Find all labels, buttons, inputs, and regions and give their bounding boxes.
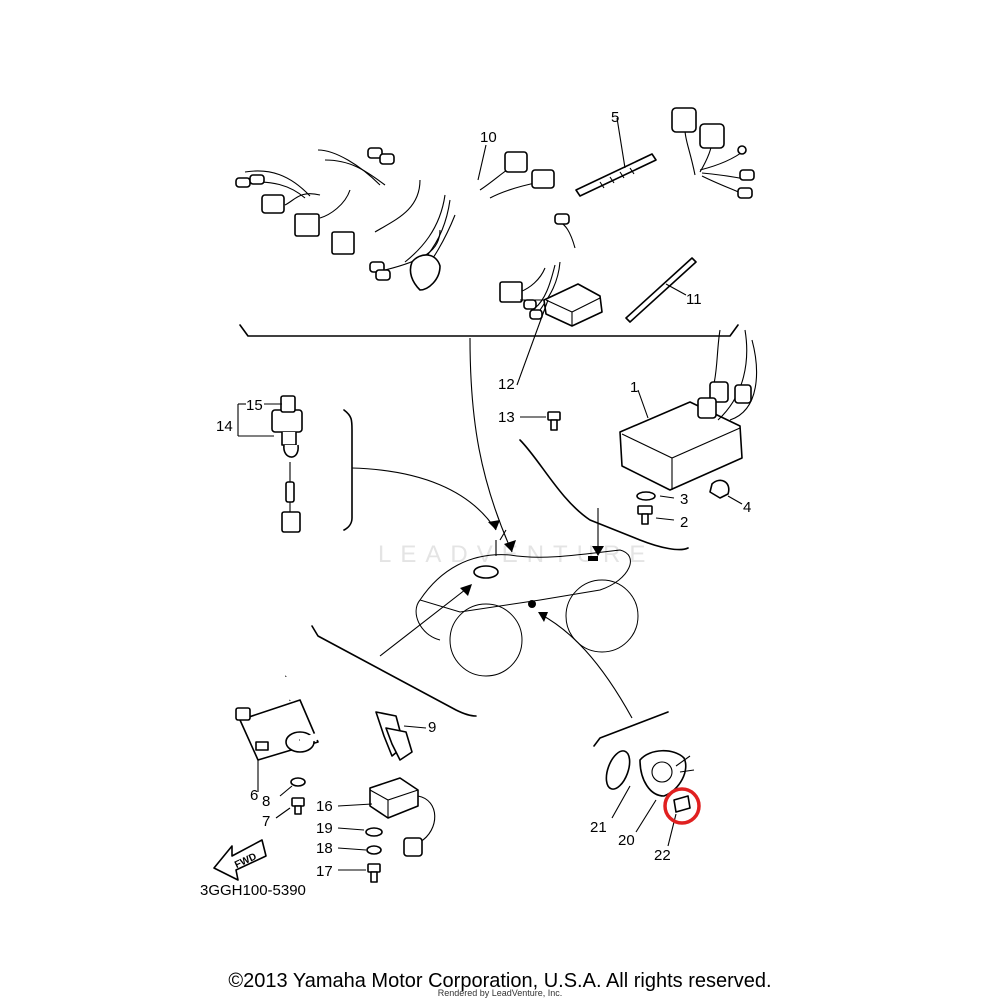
coil-bracket bbox=[311, 625, 477, 717]
part-3-washer bbox=[636, 491, 675, 501]
callout-17: 17 bbox=[316, 863, 333, 880]
highlight-ring-22 bbox=[663, 787, 701, 825]
arrowhead-harness bbox=[504, 540, 516, 552]
cdi-bracket bbox=[519, 439, 689, 551]
arrow-switch bbox=[351, 467, 497, 531]
part-2-bolt bbox=[637, 505, 675, 525]
callout-22: 22 bbox=[654, 847, 671, 864]
part-11-tie bbox=[625, 257, 697, 323]
callout-15: 15 bbox=[246, 397, 263, 414]
callout-1: 1 bbox=[630, 379, 638, 396]
arrowhead-coil bbox=[460, 584, 472, 596]
callout-8: 8 bbox=[262, 793, 270, 810]
arrowhead-switch bbox=[488, 520, 500, 530]
part-8-washer bbox=[279, 777, 306, 797]
callout-2: 2 bbox=[680, 514, 688, 531]
callout-6: 6 bbox=[250, 787, 258, 804]
callout-12: 12 bbox=[498, 376, 515, 393]
part-5-band bbox=[575, 117, 657, 197]
callout-4: 4 bbox=[743, 499, 751, 516]
part-9-plug-caps bbox=[283, 662, 427, 761]
wire-harness-group bbox=[235, 107, 755, 320]
callout-21: 21 bbox=[590, 819, 607, 836]
leader-10 bbox=[477, 144, 487, 181]
part-19-washer bbox=[337, 827, 383, 837]
part-21-oring bbox=[605, 750, 631, 819]
callout-19: 19 bbox=[316, 820, 333, 837]
arrow-sensor bbox=[539, 613, 633, 719]
arrow-harness bbox=[469, 337, 513, 553]
part-13-bolt bbox=[520, 411, 561, 431]
arrow-coil bbox=[379, 585, 471, 657]
part-20-sensor bbox=[635, 749, 695, 833]
harness-bracket bbox=[239, 324, 739, 337]
callout-13: 13 bbox=[498, 409, 515, 426]
watermark-text: LEADVENTURE bbox=[378, 541, 654, 568]
callout-20: 20 bbox=[618, 832, 635, 849]
callout-18: 18 bbox=[316, 840, 333, 857]
fwd-arrow: FWD bbox=[213, 839, 267, 881]
callout-11: 11 bbox=[686, 291, 702, 308]
part-12-relay bbox=[516, 283, 603, 386]
part-4-clip bbox=[709, 479, 743, 505]
callout-16: 16 bbox=[316, 798, 333, 815]
part-7-bolt bbox=[275, 797, 305, 819]
part-18-nut bbox=[337, 845, 382, 855]
callout-5: 5 bbox=[611, 109, 619, 126]
copyright-text: ©2013 Yamaha Motor Corporation, U.S.A. A… bbox=[228, 970, 772, 992]
part-14-switch bbox=[237, 395, 303, 533]
part-22-bolt bbox=[667, 795, 691, 847]
part-6-ignition-coil bbox=[235, 668, 338, 792]
rendered-by-text: Rendered by LeadVenture, Inc. bbox=[437, 988, 563, 998]
part-1-cdi-unit bbox=[619, 329, 758, 491]
callout-7: 7 bbox=[262, 813, 270, 830]
part-17-bolt bbox=[338, 863, 381, 883]
callout-10: 10 bbox=[480, 129, 497, 146]
arrowhead-sensor bbox=[538, 612, 548, 622]
atv-silhouette bbox=[415, 529, 639, 677]
callout-3: 3 bbox=[680, 491, 688, 508]
callout-14: 14 bbox=[216, 418, 233, 435]
callout-9: 9 bbox=[428, 719, 436, 736]
part-16-relay bbox=[337, 777, 436, 857]
arrowhead-cdi bbox=[592, 546, 604, 556]
drawing-code: 3GGH100-5390 bbox=[200, 882, 306, 899]
sensor-bracket bbox=[593, 711, 669, 747]
switch-bracket bbox=[343, 409, 353, 531]
